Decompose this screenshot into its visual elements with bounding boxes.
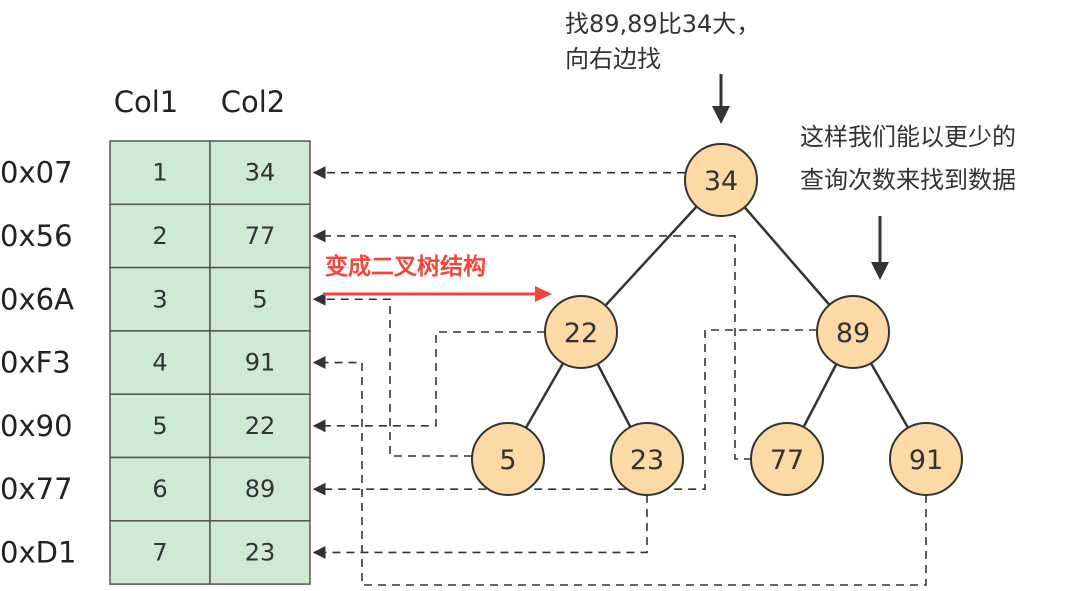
cell-col1-value: 3 <box>152 285 167 313</box>
row-address: 0x07 <box>0 156 73 190</box>
table-cell <box>109 266 211 332</box>
row-address: 0xF3 <box>0 346 71 380</box>
tree-node-label: 5 <box>499 445 516 476</box>
pointer-line <box>312 292 472 457</box>
tree-node <box>471 422 545 496</box>
efficiency-note-line2: 查询次数来找到数据 <box>800 166 1016 194</box>
tree-nodes: 34 22 89 5 23 77 91 <box>471 143 963 496</box>
data-table: Col1 Col2 0x07 1 34 0x56 2 77 0x6A 3 5 0xF3 4 91 0x9… <box>0 85 311 585</box>
search-arrow-head <box>712 106 730 124</box>
table-cell <box>109 140 211 206</box>
table-cell <box>109 203 211 269</box>
cell-col1-value: 1 <box>152 159 167 187</box>
cell-col2-value: 34 <box>245 159 276 187</box>
pointer-line <box>312 356 927 586</box>
table-cell <box>209 266 311 332</box>
table-cell <box>209 203 311 269</box>
pointer-line <box>312 331 545 433</box>
tree-node-label: 89 <box>836 318 870 349</box>
efficiency-note-line1: 这样我们能以更少的 <box>800 123 1016 151</box>
pointer-line <box>312 229 752 460</box>
tree-node <box>544 295 618 369</box>
cell-col1-value: 6 <box>152 475 167 503</box>
tree-node <box>684 143 758 217</box>
cell-col2-value: 91 <box>245 349 276 377</box>
annotations: 找89,89比34大， 向右边找 这样我们能以更少的 查询次数来找到数据 变成二… <box>323 10 1016 302</box>
cell-col1-value: 4 <box>152 349 167 377</box>
table-cell <box>209 456 311 522</box>
cell-col1-value: 2 <box>152 222 167 250</box>
tree-node <box>610 422 684 496</box>
cell-col1-value: 7 <box>152 538 167 566</box>
search-note-line2: 向右边找 <box>565 45 661 73</box>
cell-col2-value: 89 <box>245 475 276 503</box>
row-address: 0x77 <box>0 472 73 506</box>
tree-node <box>889 422 963 496</box>
tree-node <box>750 422 824 496</box>
cell-col2-value: 22 <box>245 412 276 440</box>
table-cell <box>209 520 311 585</box>
transform-arrow-head <box>535 286 552 302</box>
cell-col2-value: 23 <box>245 538 276 566</box>
cell-col2-value: 5 <box>252 285 267 313</box>
tree-node-label: 22 <box>564 318 598 349</box>
tree-node-label: 34 <box>704 166 738 197</box>
efficiency-arrow-head <box>871 262 889 280</box>
tree-node-label: 77 <box>770 445 804 476</box>
column-header-col2: Col2 <box>221 85 286 119</box>
tree-node-label: 91 <box>909 445 943 476</box>
row-address: 0x56 <box>0 219 73 253</box>
table-cell <box>109 330 211 395</box>
table-cell <box>209 330 311 395</box>
column-header-col1: Col1 <box>114 85 179 119</box>
pointer-lines <box>312 166 927 586</box>
row-address: 0x6A <box>0 282 74 316</box>
tree-node <box>816 295 890 369</box>
transform-label: 变成二叉树结构 <box>325 253 486 280</box>
cell-col1-value: 5 <box>152 412 167 440</box>
search-note-line1: 找89,89比34大， <box>565 10 760 38</box>
row-address: 0xD1 <box>0 535 76 569</box>
cell-col2-value: 77 <box>245 222 276 250</box>
tree-node-label: 23 <box>630 445 664 476</box>
row-address: 0x90 <box>0 409 73 443</box>
pointer-line <box>312 495 648 559</box>
